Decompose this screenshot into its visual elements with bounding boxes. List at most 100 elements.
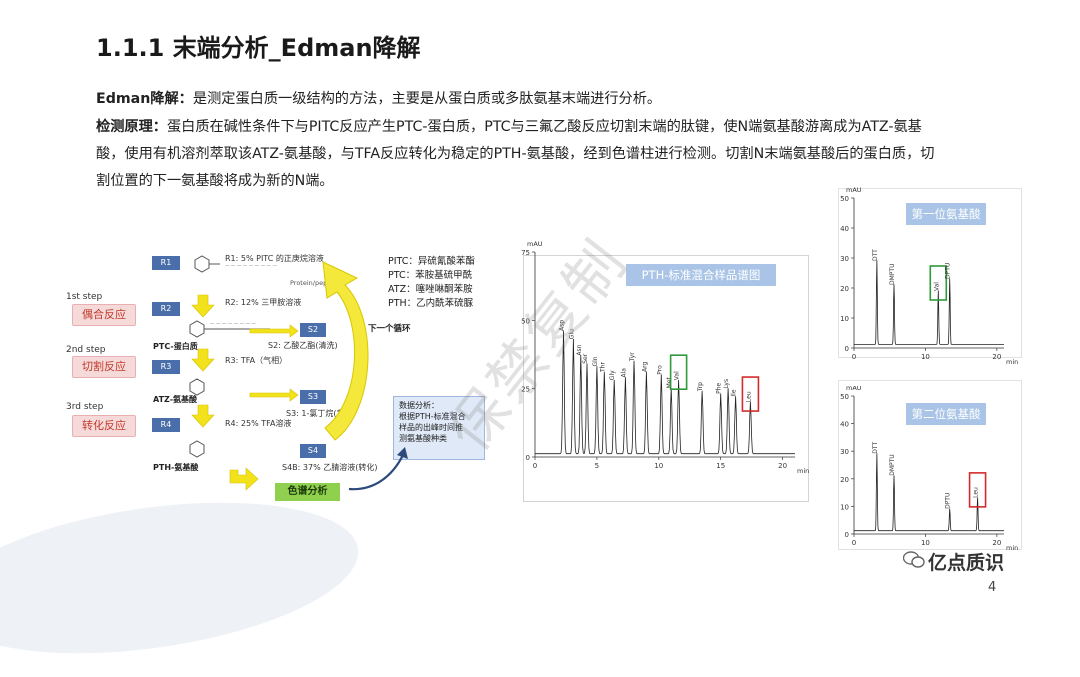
peak-label-thr: Thr	[599, 362, 606, 373]
y-axis-label: mAU	[846, 386, 862, 392]
x-tick-label: 10	[921, 539, 930, 547]
reagent-structure: — — — — — — — — —	[225, 264, 277, 269]
chromatogram-trace	[854, 260, 1004, 345]
r1-box: R1	[152, 256, 180, 270]
s3-text: S3: 1-氯丁烷(萃取)	[286, 409, 356, 418]
y-tick-label: 0	[526, 454, 530, 462]
pth-amino-acid-label: PTH-氨基酸	[153, 463, 199, 472]
legend-ptc: PTC：苯胺基硫甲酰	[388, 270, 473, 281]
y-tick-label: 0	[845, 345, 849, 353]
intro-text: 是测定蛋白质一级结构的方法，主要是从蛋白质或多肽氨基末端进行分析。	[192, 91, 662, 107]
r3-box: R3	[152, 360, 180, 374]
y-tick-label: 25	[521, 386, 530, 394]
arrow-down-2	[191, 348, 215, 372]
peak-label-dtt: DTT	[872, 249, 879, 261]
legend-pitc: PITC：异硫氰酸苯酯	[388, 256, 475, 267]
peak-label-ile: Ile	[731, 389, 738, 396]
principle-line-2: 酸，使用有机溶剂萃取该ATZ-氨基酸，与TFA反应转化为稳定的PTH-氨基酸，经…	[96, 146, 935, 162]
brand-name: 亿点质识	[928, 552, 1005, 574]
x-tick-label: 0	[852, 539, 856, 547]
y-tick-label: 40	[840, 225, 849, 233]
peak-label-dptu: DPTU	[945, 493, 952, 509]
highlight-box-val	[929, 265, 948, 301]
x-tick-label: 10	[654, 462, 663, 470]
peak-label-trp: Trp	[697, 382, 704, 392]
s3-box: S3	[300, 390, 326, 404]
chromatogram-trace	[535, 330, 795, 455]
arrow-to-chromatography	[229, 467, 259, 491]
x-axis-label: min	[1006, 544, 1018, 552]
peak-label-asp: Asp	[558, 320, 565, 331]
s2-box: S2	[300, 323, 326, 337]
step-2-label: 2nd step	[66, 345, 106, 355]
peak-label-pro: Pro	[656, 365, 663, 375]
highlight-box-leu	[968, 472, 987, 508]
peak-label-val: Val	[933, 282, 940, 291]
pointer-s3	[249, 388, 299, 402]
peak-label-gln: Gln	[592, 356, 599, 366]
analysis-line-2: 根据PTH-标准混合	[399, 412, 466, 421]
peak-label-phe: Phe	[716, 382, 723, 393]
step-3-label: 3rd step	[66, 402, 104, 412]
curved-arrow	[348, 447, 408, 491]
y-tick-label: 50	[840, 195, 849, 203]
legend-pth: PTH：乙内酰苯硫脲	[388, 298, 474, 309]
first-aa-chart-title: 第一位氨基酸	[906, 203, 986, 225]
step-1-label: 1st step	[66, 292, 103, 302]
highlight-box-val	[669, 354, 688, 390]
wechat-icon	[903, 551, 925, 568]
page-title: 1.1.1 末端分析_Edman降解	[96, 34, 421, 62]
peak-label-gly: Gly	[609, 370, 616, 380]
x-tick-label: 20	[992, 539, 1001, 547]
y-tick-label: 50	[521, 317, 530, 325]
next-cycle-label: 下一个循环	[368, 324, 411, 334]
step-1-box: 偶合反应	[72, 304, 136, 326]
principle-line-1: 蛋白质在碱性条件下与PITC反应产生PTC-蛋白质，PTC与三氟乙酸反应切割末端…	[166, 119, 922, 135]
x-tick-label: 0	[852, 353, 856, 361]
y-tick-label: 30	[840, 255, 849, 263]
ptc-protein-label: PTC-蛋白质	[153, 342, 198, 351]
y-tick-label: 20	[840, 476, 849, 484]
principle-paragraph: 检测原理：蛋白质在碱性条件下与PITC反应产生PTC-蛋白质，PTC与三氟乙酸反…	[96, 114, 1036, 195]
peak-label-ser: Ser	[582, 353, 589, 364]
s4-text: S4B: 37% 乙腈溶液(转化)	[282, 463, 378, 472]
arrow-down-1	[191, 294, 215, 318]
x-axis-label: min	[797, 467, 809, 475]
s2-text: S2: 乙酸乙酯(清洗)	[268, 341, 338, 350]
analysis-line-3: 样品的出峰时间推	[399, 423, 463, 432]
y-tick-label: 20	[840, 285, 849, 293]
y-tick-label: 50	[840, 393, 849, 401]
principle-line-3: 割位置的下一氨基酸将成为新的N端。	[96, 173, 334, 189]
r2-box: R2	[152, 302, 180, 316]
r2-text: R2: 12% 三甲胺溶液	[225, 298, 302, 307]
protein-label: Protein/peptide	[290, 279, 340, 287]
x-axis-label: min	[1006, 358, 1018, 366]
peak-label-dptu: DPTU	[945, 263, 952, 279]
peak-label-dmptu: DMPTU	[889, 454, 896, 475]
chromatography-box: 色谱分析	[275, 483, 340, 501]
x-tick-label: 20	[778, 462, 787, 470]
y-tick-label: 40	[840, 421, 849, 429]
r1-text: R1: 5% PITC 的正庚烷溶液	[225, 254, 324, 263]
chain-structure: — — — — — — — —	[210, 322, 257, 327]
legend-atz: ATZ：噻唑啉酮苯胺	[388, 284, 473, 295]
peak-label-lys: Lys	[723, 379, 730, 388]
second-aa-chart-title: 第二位氨基酸	[906, 403, 986, 425]
y-tick-label: 10	[840, 315, 849, 323]
atz-amino-acid-label: ATZ-氨基酸	[153, 395, 198, 404]
y-axis-label: mAU	[527, 240, 543, 248]
highlight-box-leu	[741, 376, 760, 412]
chromatogram-trace	[854, 453, 1004, 532]
intro-label: Edman降解：	[96, 91, 193, 107]
r4-text: R4: 25% TFA溶液	[225, 419, 292, 428]
y-tick-label: 75	[521, 249, 530, 257]
peak-label-ala: Ala	[620, 368, 627, 378]
background-swoosh	[0, 479, 368, 677]
peak-label-met: Met	[666, 377, 673, 389]
peak-label-val: Val	[674, 371, 681, 380]
standard-chart-title: PTH-标准混合样品谱图	[626, 264, 776, 286]
peak-label-tyr: Tyr	[629, 352, 636, 362]
peak-label-dtt: DTT	[872, 442, 879, 454]
